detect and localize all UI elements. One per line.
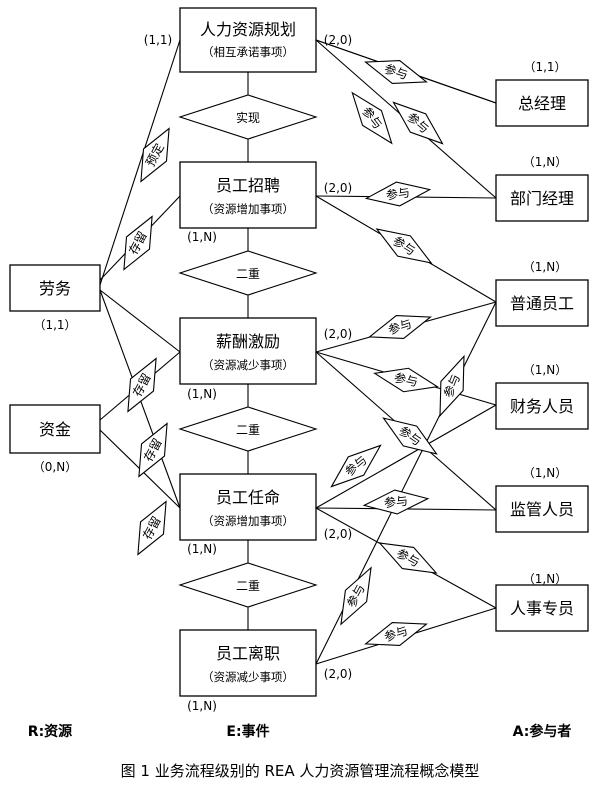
svg-text:参与: 参与	[386, 316, 413, 338]
participate-diamond: 参与	[375, 228, 433, 264]
agent-name: 总经理	[518, 94, 566, 113]
event-plan: 人力资源规划 （相互承诺事项）	[179, 7, 317, 73]
event-type: （资源减少事项）	[202, 670, 294, 684]
svg-text:(1,1): (1,1)	[144, 33, 172, 47]
event-name: 人力资源规划	[200, 20, 296, 39]
legend-event: E:事件	[226, 723, 269, 740]
svg-text:实现: 实现	[236, 110, 260, 125]
resource-rel-keep-3: 存留	[138, 422, 168, 478]
svg-text:(1,N): (1,N)	[187, 387, 217, 401]
svg-text:参与: 参与	[393, 370, 420, 390]
event-link-duality-3: 二重	[178, 562, 318, 608]
resource-card: （0,N）	[33, 460, 77, 474]
agent-card: （1,N）	[523, 155, 567, 169]
resource-rel-reserve: 预定	[140, 127, 170, 183]
event-link-realize: 实现	[178, 94, 318, 140]
svg-text:(1,N): (1,N)	[187, 699, 217, 713]
event-link-duality-2: 二重	[178, 406, 318, 452]
svg-text:参与: 参与	[382, 61, 409, 83]
event-leave: 员工离职 （资源减少事项）	[179, 629, 317, 697]
svg-text:(1,N): (1,N)	[187, 542, 217, 556]
agent-card: （1,N）	[523, 466, 567, 480]
svg-text:(2,0): (2,0)	[324, 181, 352, 195]
svg-text:(2,0): (2,0)	[324, 33, 352, 47]
legend: R:资源 E:事件 A:参与者	[28, 723, 572, 740]
agent-finance: （1,N） 财务人员	[495, 363, 589, 430]
svg-text:(2,0): (2,0)	[324, 327, 352, 341]
resource-name: 资金	[39, 420, 71, 439]
resource-labor: 劳务 （1,1）	[9, 264, 101, 332]
agent-name: 财务人员	[510, 397, 574, 416]
agent-name: 部门经理	[510, 189, 574, 208]
agent-hr-specialist: （1,N） 人事专员	[495, 572, 589, 632]
svg-text:参与: 参与	[382, 623, 409, 645]
agent-department-manager: （1,N） 部门经理	[495, 155, 589, 222]
agent-card: （1,1）	[523, 60, 566, 74]
cardinality-labels: (1,1) (2,0) (2,0) (1,N) (2,0) (1,N) (2,0…	[144, 33, 352, 713]
event-type: （资源减少事项）	[202, 358, 294, 372]
event-salary: 薪酬激励 （资源减少事项）	[179, 317, 317, 385]
resource-card: （1,1）	[33, 318, 76, 332]
participate-diamond: 参与	[364, 181, 432, 207]
agent-card: （1,N）	[523, 260, 567, 274]
agent-name: 普通员工	[510, 294, 574, 313]
agent-supervisor: （1,N） 监管人员	[495, 466, 589, 533]
event-recruit: 员工招聘 （资源增加事项）	[179, 161, 317, 229]
participate-diamond: 参与	[392, 101, 444, 145]
participate-diamond: 参与	[351, 91, 393, 145]
svg-text:(1,N): (1,N)	[187, 230, 217, 244]
event-name: 员工招聘	[216, 176, 280, 195]
participate-diamond: 参与	[368, 315, 432, 339]
participate-diamond: 参与	[378, 542, 438, 574]
participate-diamond: 参与	[362, 489, 430, 515]
resource-rel-keep-4: 存留	[137, 500, 167, 556]
agent-general-manager: （1,1） 总经理	[495, 60, 589, 127]
svg-text:参与: 参与	[383, 493, 408, 510]
event-type: （资源增加事项）	[202, 202, 294, 216]
participation-rels: 参与 参与 参与 参与 参与 参与 参与 参与	[330, 60, 465, 646]
svg-text:二重: 二重	[236, 267, 260, 281]
svg-text:二重: 二重	[236, 423, 260, 437]
legend-agent: A:参与者	[513, 723, 572, 740]
resource-capital: 资金 （0,N）	[9, 404, 101, 474]
resource-name: 劳务	[39, 279, 71, 298]
svg-text:(2,0): (2,0)	[324, 527, 352, 541]
participate-diamond: 参与	[330, 444, 382, 488]
event-appoint: 员工任命 （资源增加事项）	[179, 473, 317, 541]
svg-text:二重: 二重	[236, 579, 260, 593]
event-type: （资源增加事项）	[202, 514, 294, 528]
participate-diamond: 参与	[373, 367, 439, 393]
svg-text:(2,0): (2,0)	[324, 667, 352, 681]
event-link-duality-1: 二重	[178, 250, 318, 296]
legend-resource: R:资源	[28, 723, 72, 740]
rea-diagram: 人力资源规划 （相互承诺事项） 员工招聘 （资源增加事项） 薪酬激励 （资源减少…	[9, 7, 589, 740]
agent-staff: （1,N） 普通员工	[495, 260, 589, 327]
resource-rel-keep-1: 存留	[123, 215, 153, 271]
event-type: （相互承诺事项）	[202, 45, 294, 59]
event-name: 员工离职	[216, 644, 280, 663]
participate-diamond: 参与	[364, 622, 428, 646]
event-name: 员工任命	[216, 488, 280, 507]
participate-diamond: 参与	[364, 60, 428, 84]
agent-card: （1,N）	[523, 572, 567, 586]
event-name: 薪酬激励	[216, 332, 280, 351]
agent-name: 人事专员	[510, 599, 574, 618]
agent-name: 监管人员	[510, 500, 574, 519]
agent-card: （1,N）	[523, 363, 567, 377]
svg-text:参与: 参与	[385, 184, 411, 202]
resource-rel-keep-2: 存留	[127, 357, 157, 413]
participate-diamond: 参与	[439, 354, 465, 418]
figure-caption: 图 1 业务流程级别的 REA 人力资源管理流程概念模型	[120, 762, 480, 780]
